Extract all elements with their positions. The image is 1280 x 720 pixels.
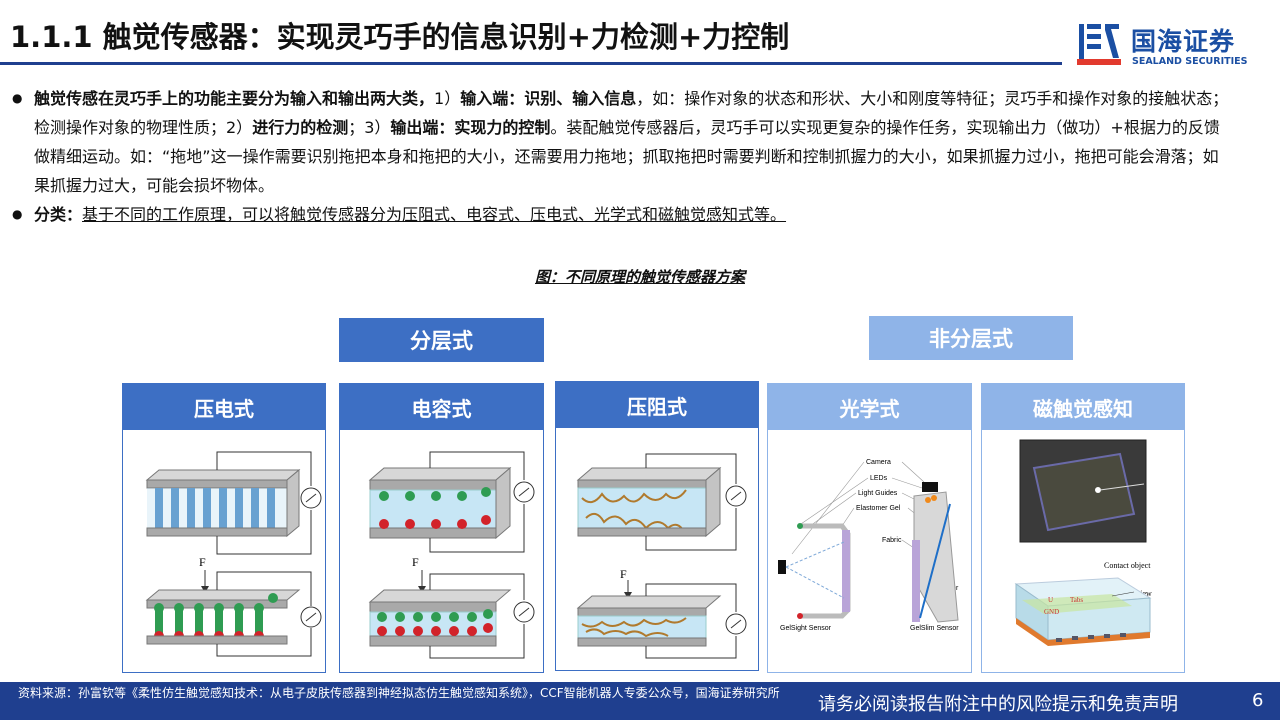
logo-text-cn: 国海证券 bbox=[1131, 27, 1236, 56]
bullet1-num3: ；3） bbox=[348, 118, 391, 137]
label-elastomer-gel: Elastomer Gel bbox=[856, 505, 901, 512]
label-leds: LEDs bbox=[870, 475, 888, 482]
card-title: 光学式 bbox=[768, 384, 971, 430]
label-gelsight: GelSight Sensor bbox=[780, 625, 832, 632]
sealand-logo-icon bbox=[1077, 24, 1121, 65]
footer-source: 资料来源：孙富钦等《柔性仿生触觉感知技术：从电子皮肤传感器到神经拟态仿生触觉感知… bbox=[18, 686, 780, 700]
bullet1-input-end: 输入端：识别、输入信息 bbox=[460, 89, 637, 108]
bullet1-num1: 1） bbox=[434, 89, 461, 108]
card-optical: 光学式 Camera LEDs Light Guides Elastomer G… bbox=[767, 383, 972, 673]
label-tabs: Tabs bbox=[1070, 596, 1083, 604]
card-magnetic: 磁触觉感知 Contact object Side view U Tabs GN… bbox=[981, 383, 1185, 673]
title-underline bbox=[0, 62, 1062, 65]
label-u: U bbox=[1048, 596, 1053, 604]
label-contact-object: Contact object bbox=[1104, 561, 1151, 570]
card-title: 压电式 bbox=[123, 384, 325, 430]
bullet1-force-detect: 进行力的检测 bbox=[252, 118, 349, 137]
force-label: F bbox=[620, 567, 627, 581]
piezoelectric-diagram: F bbox=[145, 451, 322, 657]
bullet-functions: 触觉传感在灵巧手上的功能主要分为输入和输出两大类，1）输入端：识别、输入信息，如… bbox=[12, 84, 1232, 200]
force-label: F bbox=[199, 555, 206, 569]
card-capacitive: 电容式 F bbox=[339, 383, 544, 673]
capacitive-diagram: F bbox=[368, 451, 535, 659]
label-gnd: GND bbox=[1044, 608, 1059, 616]
page-title: 1.1.1 触觉传感器：实现灵巧手的信息识别+力检测+力控制 bbox=[10, 20, 790, 54]
page-number: 6 bbox=[1252, 690, 1264, 711]
card-title: 磁触觉感知 bbox=[982, 384, 1184, 430]
bullet1-output-end: 输出端：实现力的控制 bbox=[390, 118, 551, 137]
group-header-nonlayered: 非分层式 bbox=[869, 316, 1073, 360]
card-title: 电容式 bbox=[340, 384, 543, 430]
label-fabric: Fabric bbox=[882, 537, 902, 544]
figure-caption: 图：不同原理的触觉传感器方案 bbox=[534, 268, 745, 286]
force-label: F bbox=[412, 555, 419, 569]
company-logo: 国海证券 SEALAND SECURITIES bbox=[1075, 18, 1275, 68]
logo-text-en: SEALAND SECURITIES bbox=[1132, 56, 1248, 67]
label-camera: Camera bbox=[866, 459, 891, 466]
footer-bar: 资料来源：孙富钦等《柔性仿生触觉感知技术：从电子皮肤传感器到神经拟态仿生触觉感知… bbox=[0, 682, 1280, 720]
group-header-layered: 分层式 bbox=[339, 318, 544, 362]
bullet1-input-detail: ，如：操作对象的状态和形状、大小和刚度等特征；灵巧手和操作对象的接触状态；检测操… bbox=[34, 89, 1229, 137]
label-light-guides: Light Guides bbox=[858, 490, 898, 497]
magnetic-diagram: Contact object Side view U Tabs GND bbox=[1014, 439, 1152, 646]
bullet-classification: 分类：基于不同的工作原理，可以将触觉传感器分为压阻式、电容式、压电式、光学式和磁… bbox=[12, 200, 1232, 229]
card-piezoelectric: 压电式 F bbox=[122, 383, 326, 673]
bullet2-text: 基于不同的工作原理，可以将触觉传感器分为压阻式、电容式、压电式、光学式和磁触觉感… bbox=[82, 205, 787, 224]
label-gelslim: GelSlim Sensor bbox=[910, 625, 959, 632]
footer-disclaimer: 请务必阅读报告附注中的风险提示和免责声明 bbox=[818, 694, 1178, 715]
bullet1-output-detail: 。装配触觉传感器后，灵巧手可以实现更复杂的操作任务，实现输出力（做功）+根据力的… bbox=[34, 118, 1220, 195]
body-text: 触觉传感在灵巧手上的功能主要分为输入和输出两大类，1）输入端：识别、输入信息，如… bbox=[12, 84, 1232, 229]
card-piezoresistive: 压阻式 F bbox=[555, 381, 759, 671]
piezoresistive-diagram: F bbox=[576, 453, 747, 659]
card-title: 压阻式 bbox=[556, 382, 758, 428]
optical-diagram: Camera LEDs Light Guides Elastomer Gel F… bbox=[778, 459, 959, 632]
bullet2-label: 分类： bbox=[34, 205, 83, 224]
bullet1-lead: 触觉传感在灵巧手上的功能主要分为输入和输出两大类， bbox=[34, 89, 435, 108]
